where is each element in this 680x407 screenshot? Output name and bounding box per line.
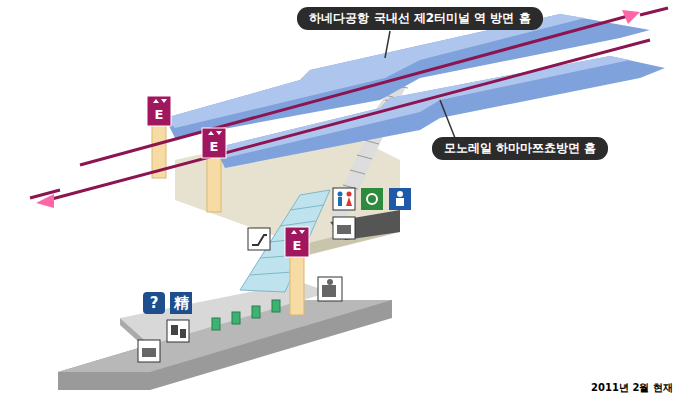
info-icon: ? xyxy=(150,294,159,312)
date-note: 2011년 2월 현재 xyxy=(591,381,673,395)
platform-name: 하네다공항 국내선 제2터미널 역 방면 홈 xyxy=(309,11,530,25)
elevator-sign: E xyxy=(210,139,219,154)
platform-label: 하네다공항 국내선 제2터미널 역 방면 홈 xyxy=(297,7,542,30)
platform-name: 모노레일 하마마쯔쵸방면 홈 xyxy=(444,141,596,155)
fare-adjust-icon: 精 xyxy=(174,294,189,313)
elevator-sign: E xyxy=(293,238,302,253)
elevator-sign: E xyxy=(155,107,164,122)
platform-label: 모노레일 하마마쯔쵸방면 홈 xyxy=(432,137,608,160)
